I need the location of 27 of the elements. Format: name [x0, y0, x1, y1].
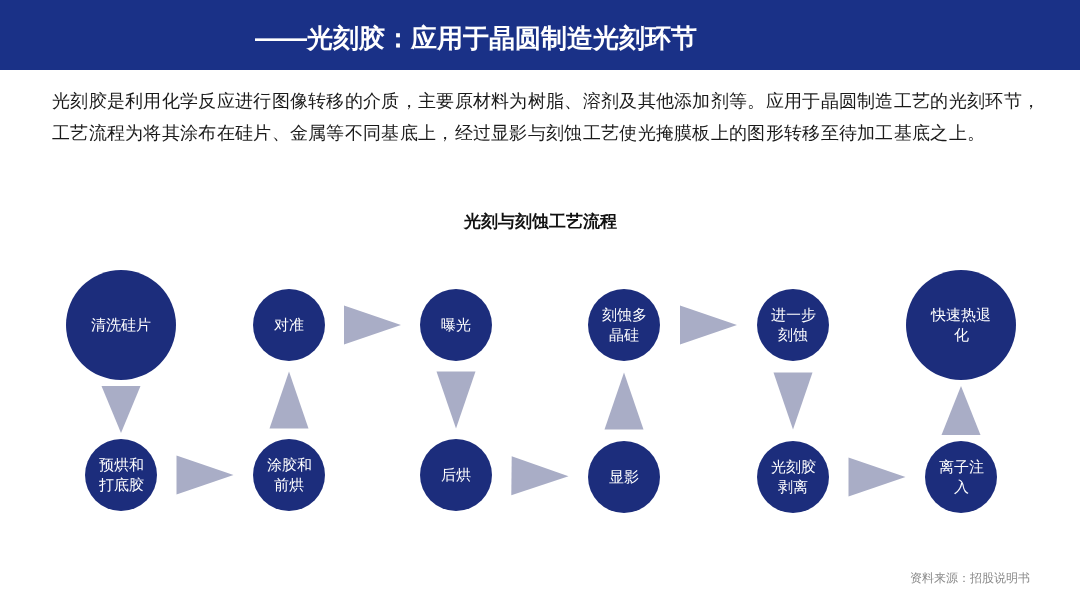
arrow [604, 372, 644, 430]
arrow [511, 456, 569, 496]
step-circle: 快速热退化 [906, 270, 1016, 380]
step-circle: 涂胶和前烘 [253, 439, 325, 511]
step-circle: 刻蚀多晶硅 [588, 289, 660, 361]
arrow [848, 457, 906, 497]
page-title: ——光刻胶：应用于晶圆制造光刻环节 [255, 22, 697, 55]
step-circle: 预烘和打底胶 [85, 439, 157, 511]
step-circle: 后烘 [420, 439, 492, 511]
step-circle: 光刻胶剥离 [757, 441, 829, 513]
arrow [941, 386, 981, 435]
intro-paragraph: 光刻胶是利用化学反应进行图像转移的介质，主要原材料为树脂、溶剂及其他添加剂等。应用于晶圆制造工艺的光刻环节，工艺流程为将其涂布在硅片、金属等不同基底上，经过显影与刻蚀工艺使光掩膜板上的图形转移至待加工基底之上。 [52, 90, 1042, 145]
source-note: 资料来源：招股说明书 [910, 570, 1030, 586]
arrow [176, 455, 234, 495]
step-circle: 曝光 [420, 289, 492, 361]
arrow [773, 372, 813, 430]
arrow [101, 386, 141, 433]
step-circle: 清洗硅片 [66, 270, 176, 380]
step-circle: 离子注入 [925, 441, 997, 513]
step-circle: 进一步刻蚀 [757, 289, 829, 361]
step-circle: 显影 [588, 441, 660, 513]
arrow [269, 371, 309, 429]
arrow [436, 371, 476, 429]
step-circle: 对准 [253, 289, 325, 361]
chart-title: 光刻与刻蚀工艺流程 [463, 211, 617, 233]
arrow [344, 305, 401, 345]
arrow [680, 305, 737, 345]
